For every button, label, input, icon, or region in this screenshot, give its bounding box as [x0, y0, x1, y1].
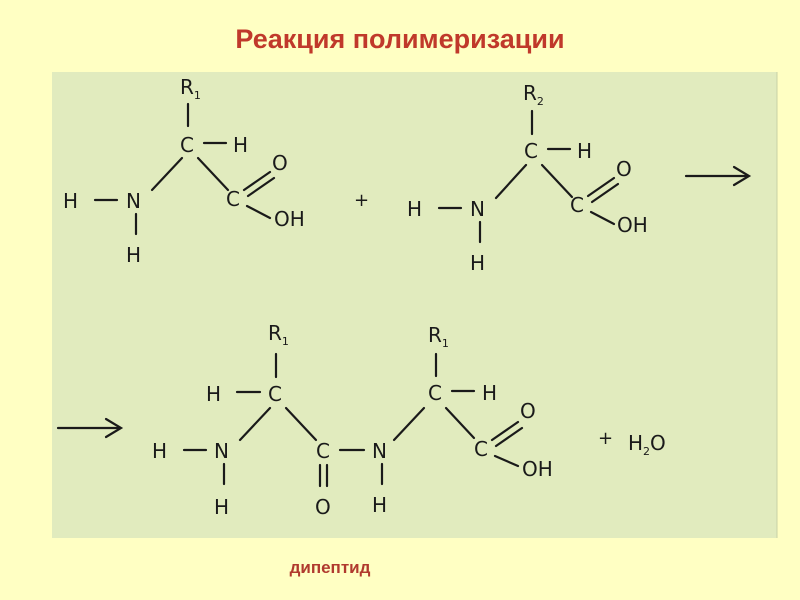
r2-bond-c-n: [494, 163, 528, 200]
peptide-bond-n-c: [392, 406, 426, 442]
p1-amino-nitrogen: N: [214, 439, 229, 463]
r2-double-bond-a: [586, 176, 616, 198]
p2-alpha-carbon: C: [428, 381, 442, 405]
p1-bond-c-cpep: [284, 406, 318, 442]
r1-amino-h-left: H: [63, 189, 78, 213]
r1-hydroxyl: OH: [274, 207, 305, 231]
r2-amino-nitrogen: N: [470, 197, 485, 221]
r1-amino-nitrogen: N: [126, 189, 141, 213]
right-arrow-icon: [56, 417, 124, 439]
p1-amino-h-left: H: [152, 439, 167, 463]
r2-bond-c-cooh: [540, 163, 574, 199]
r1-amino-h-below: H: [126, 243, 141, 267]
r1-bond-c-oh: [245, 204, 272, 220]
r2-alpha-hydrogen: H: [577, 139, 592, 163]
r2-alpha-carbon: C: [524, 139, 538, 163]
p2-bond-c-oh: [493, 454, 520, 468]
p1-amino-h-below: H: [214, 495, 229, 519]
reactant-1: R1 C H H N H C O OH: [63, 75, 305, 267]
p2-double-bond-b: [494, 426, 524, 448]
peptide-oxygen: O: [315, 495, 331, 519]
p2-bond-c-cooh: [444, 406, 476, 440]
p2-hydroxyl: OH: [522, 457, 553, 481]
r2-hydroxyl: OH: [617, 213, 648, 237]
r1-double-bond-a: [242, 170, 272, 192]
r1-alpha-carbon: C: [180, 133, 194, 157]
scheme-panel: [52, 72, 777, 538]
plus-sign-2: +: [598, 428, 613, 449]
right-arrow-icon: [684, 165, 752, 187]
r1-carbonyl-oxygen: O: [272, 151, 288, 175]
p1-alpha-hydrogen: H: [206, 382, 221, 406]
p2-double-bond-a: [490, 420, 520, 442]
peptide-hydrogen: H: [372, 493, 387, 517]
arrow-2-head: [104, 417, 124, 439]
r1-carboxyl-carbon: C: [226, 187, 240, 211]
p2-alpha-hydrogen: H: [482, 381, 497, 405]
slide-title: Реакция полимеризации: [235, 24, 565, 54]
r1-substituent: R1: [180, 75, 201, 102]
r2-amino-h-left: H: [407, 197, 422, 221]
p1-substituent: R1: [268, 321, 289, 348]
r2-double-bond-b: [590, 182, 620, 204]
dipeptide-caption: дипептид: [289, 558, 371, 577]
p1-bond-c-n: [238, 406, 272, 442]
r2-carbonyl-oxygen: O: [616, 157, 632, 181]
arrow-1-head: [732, 165, 752, 187]
p2-substituent: R1: [428, 323, 449, 350]
water: H2O: [628, 431, 666, 458]
p1-alpha-carbon: C: [268, 382, 282, 406]
r1-bond-c-cooh: [196, 156, 230, 192]
reactant-2: R2 C H H N H C O OH: [407, 81, 648, 275]
r2-bond-c-oh: [589, 210, 616, 226]
r2-amino-h-below: H: [470, 251, 485, 275]
peptide-nitrogen: N: [372, 439, 387, 463]
reaction-ink: R1 C H H N H C O OH +: [56, 75, 752, 519]
p2-carboxyl-carbon: C: [474, 437, 488, 461]
r1-bond-c-n: [150, 156, 184, 192]
r1-double-bond-b: [246, 176, 276, 198]
r1-alpha-hydrogen: H: [233, 133, 248, 157]
r2-carboxyl-carbon: C: [570, 193, 584, 217]
dipeptide: R1 H C H N H C O N H: [152, 321, 553, 519]
plus-sign-1: +: [354, 190, 369, 211]
p2-carbonyl-oxygen: O: [520, 399, 536, 423]
peptide-carbon: C: [316, 439, 330, 463]
r2-substituent: R2: [523, 81, 544, 108]
